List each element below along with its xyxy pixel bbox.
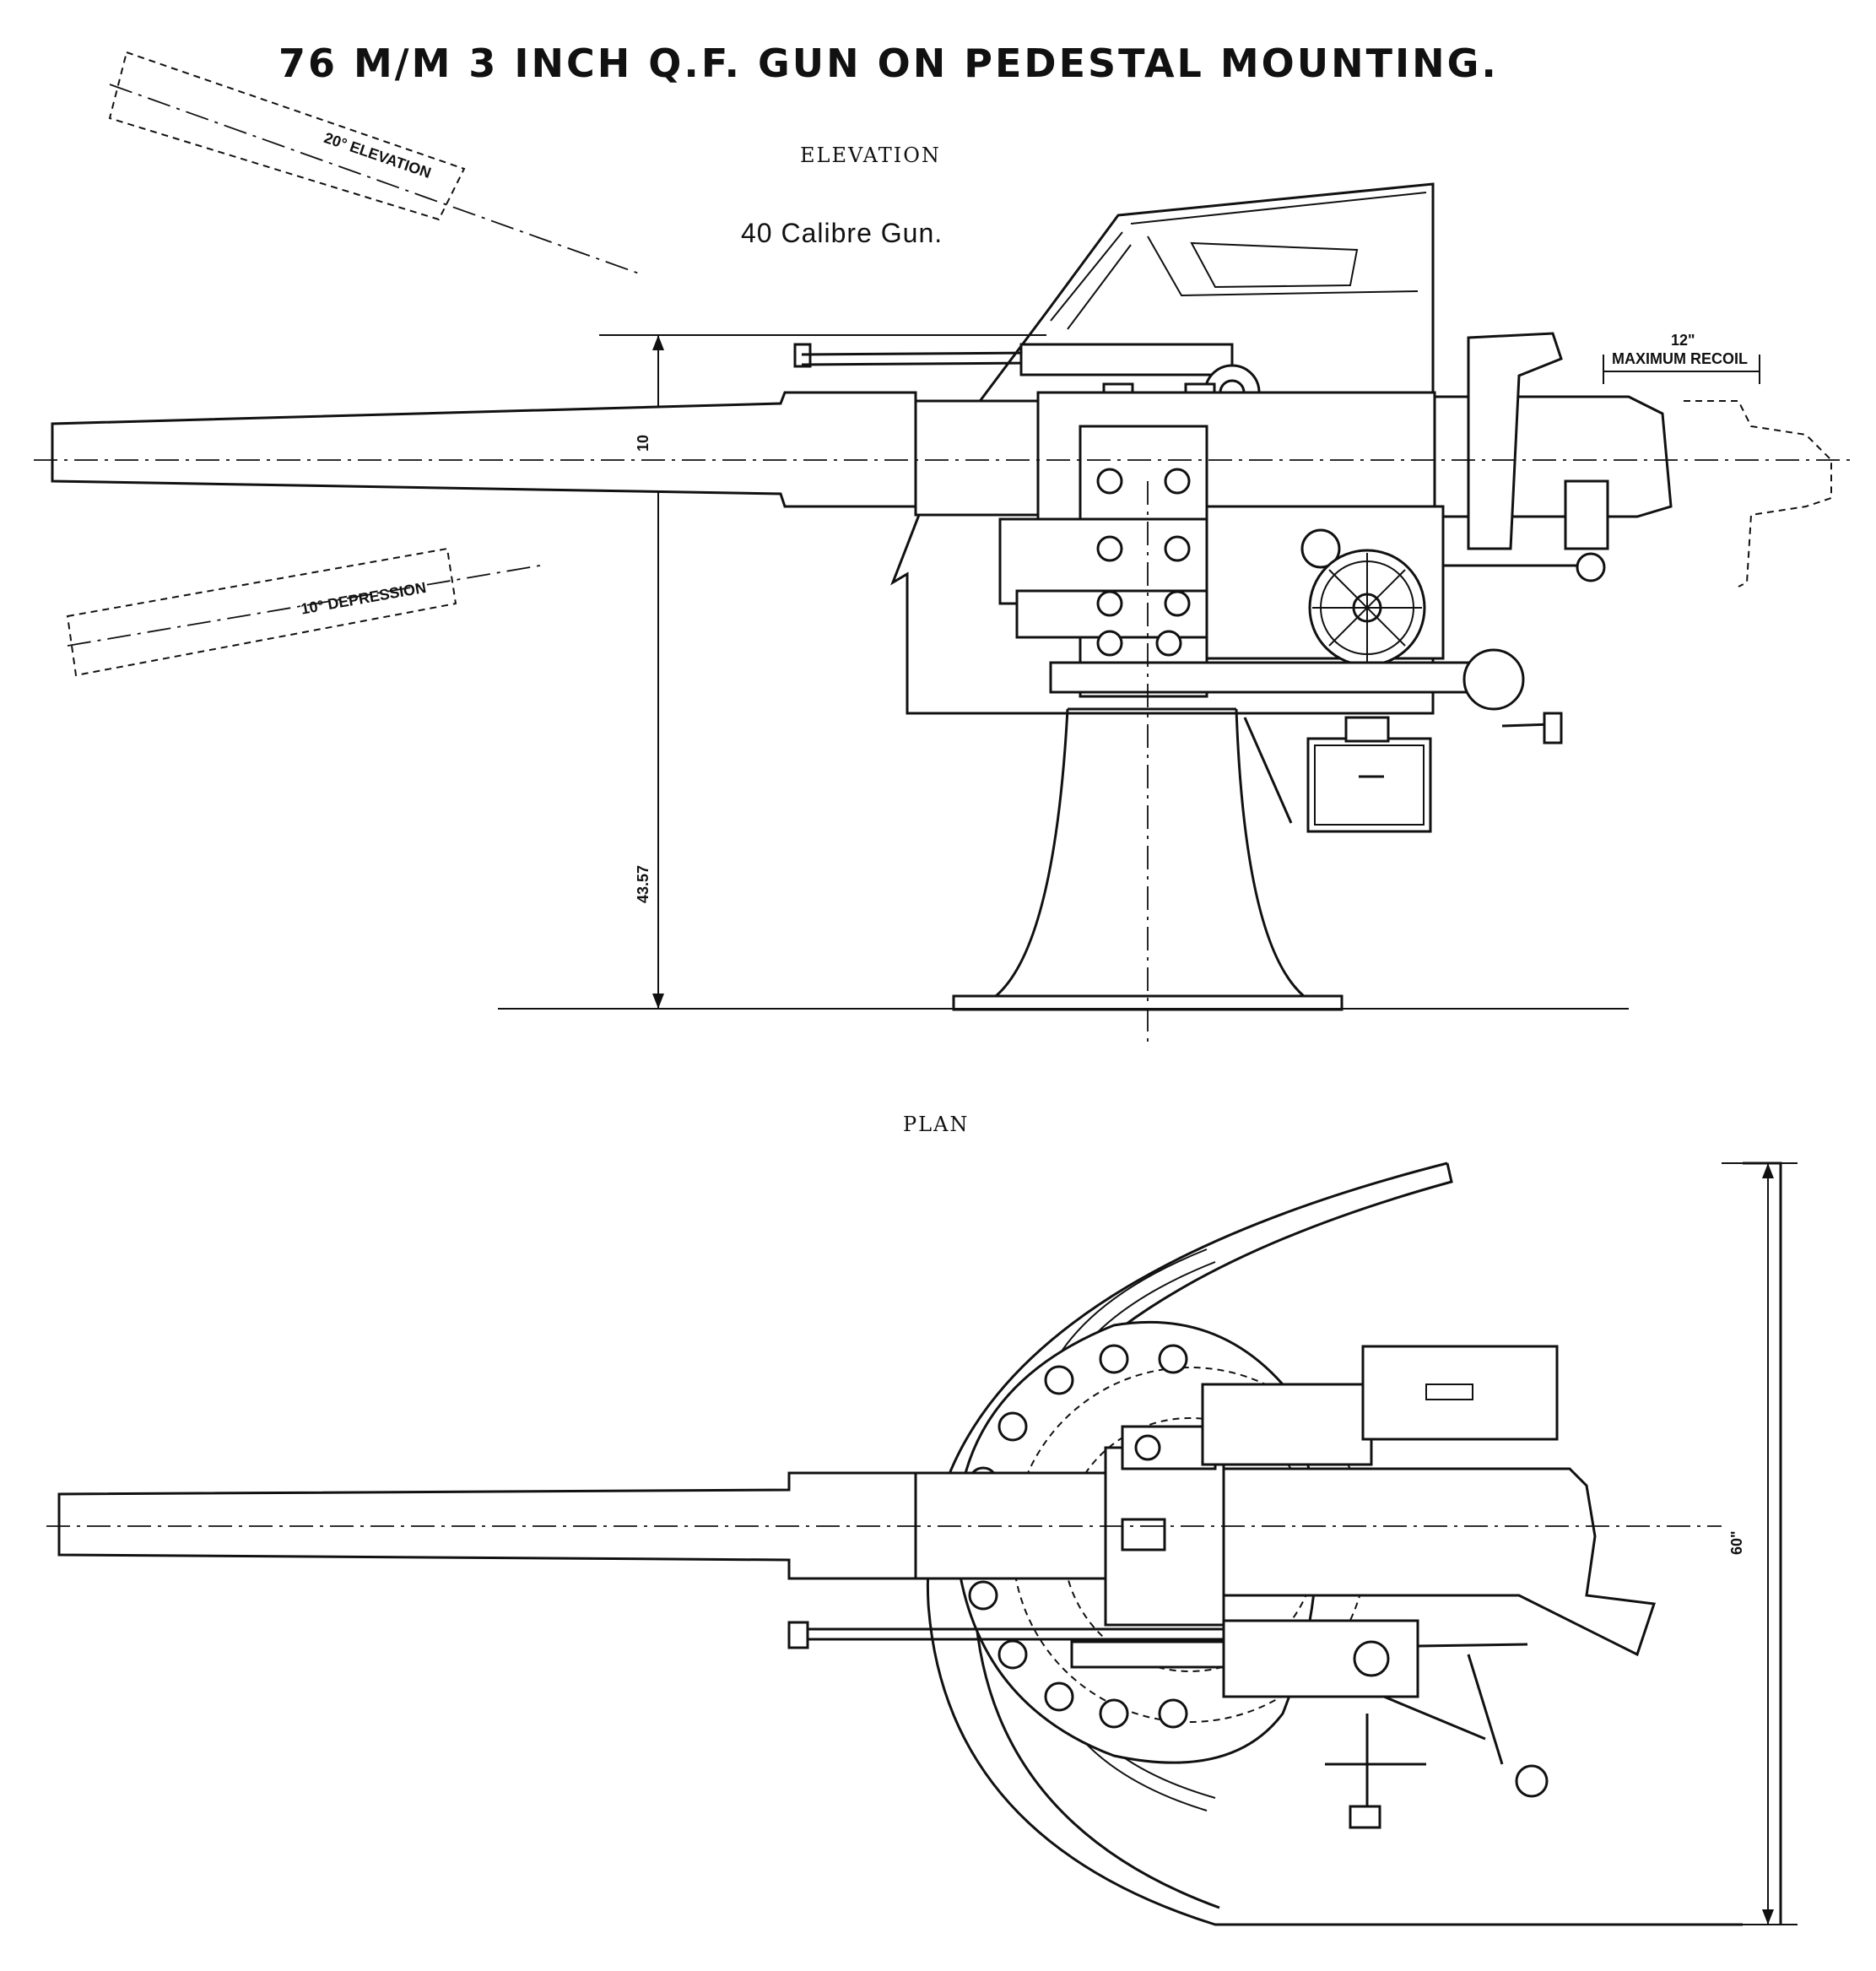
firing-lever — [1243, 717, 1293, 824]
plan-width-dimension — [1722, 1162, 1798, 1925]
elevation-angle-ghost — [108, 51, 642, 275]
plan-view — [46, 1161, 1798, 1926]
gun-shield — [890, 182, 1435, 715]
gun-barrel — [51, 391, 1048, 517]
recoil-dimension-label: MAXIMUM RECOIL — [1612, 350, 1748, 367]
axis-height-dimension: 10 — [635, 434, 651, 452]
carriage — [998, 425, 1445, 698]
elevation-view-label: ELEVATION — [800, 143, 941, 167]
elevating-handwheel — [1308, 549, 1426, 667]
plan-training-gear — [787, 1619, 1549, 1829]
gun-calibre-label: 40 Calibre Gun. — [741, 218, 943, 248]
plan-width-dimension-label: 60" — [1728, 1530, 1745, 1555]
plan-breech — [1104, 1345, 1657, 1657]
depression-angle-ghost — [66, 547, 541, 677]
drawing-title: 76 M/M 3 INCH Q.F. GUN ON PEDESTAL MOUNT… — [278, 41, 1499, 86]
training-gear — [1049, 648, 1563, 745]
pedestal-height-dimension: 43.57 — [635, 864, 651, 903]
pedestal — [498, 481, 1629, 1042]
elevation-view — [34, 51, 1857, 1042]
ammunition-box — [1306, 716, 1432, 833]
recoil-dimension-value: 12" — [1671, 332, 1695, 349]
recoil-dimension — [1603, 355, 1832, 588]
plan-view-label: PLAN — [903, 1113, 970, 1136]
